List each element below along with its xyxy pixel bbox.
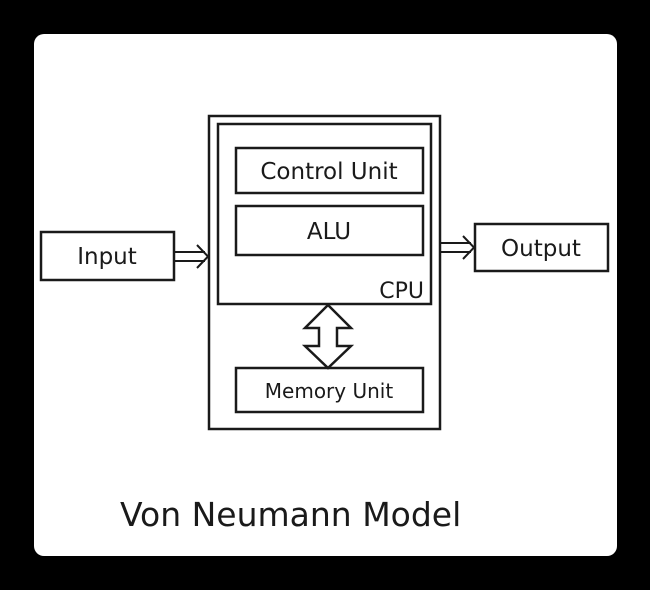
input-arrow (174, 244, 210, 269)
memory-unit-label: Memory Unit (265, 379, 394, 403)
control-unit-label: Control Unit (260, 159, 397, 185)
cpu-box (216, 122, 433, 306)
diagram-title: Von Neumann Model (120, 495, 461, 534)
von-neumann-diagram: Control Unit ALU CPU Memory Unit Input O… (39, 114, 610, 534)
computer-outer-box (207, 114, 442, 431)
cpu-memory-bidirectional-arrow (301, 303, 355, 370)
output-arrow (440, 235, 476, 260)
alu-label: ALU (307, 219, 351, 245)
diagram-card: Control Unit ALU CPU Memory Unit Input O… (34, 34, 617, 556)
control-unit-box (234, 146, 425, 195)
output-label: Output (501, 236, 581, 262)
cpu-label: CPU (379, 279, 424, 304)
input-box (39, 230, 176, 282)
alu-box (234, 204, 425, 257)
input-label: Input (77, 244, 137, 270)
